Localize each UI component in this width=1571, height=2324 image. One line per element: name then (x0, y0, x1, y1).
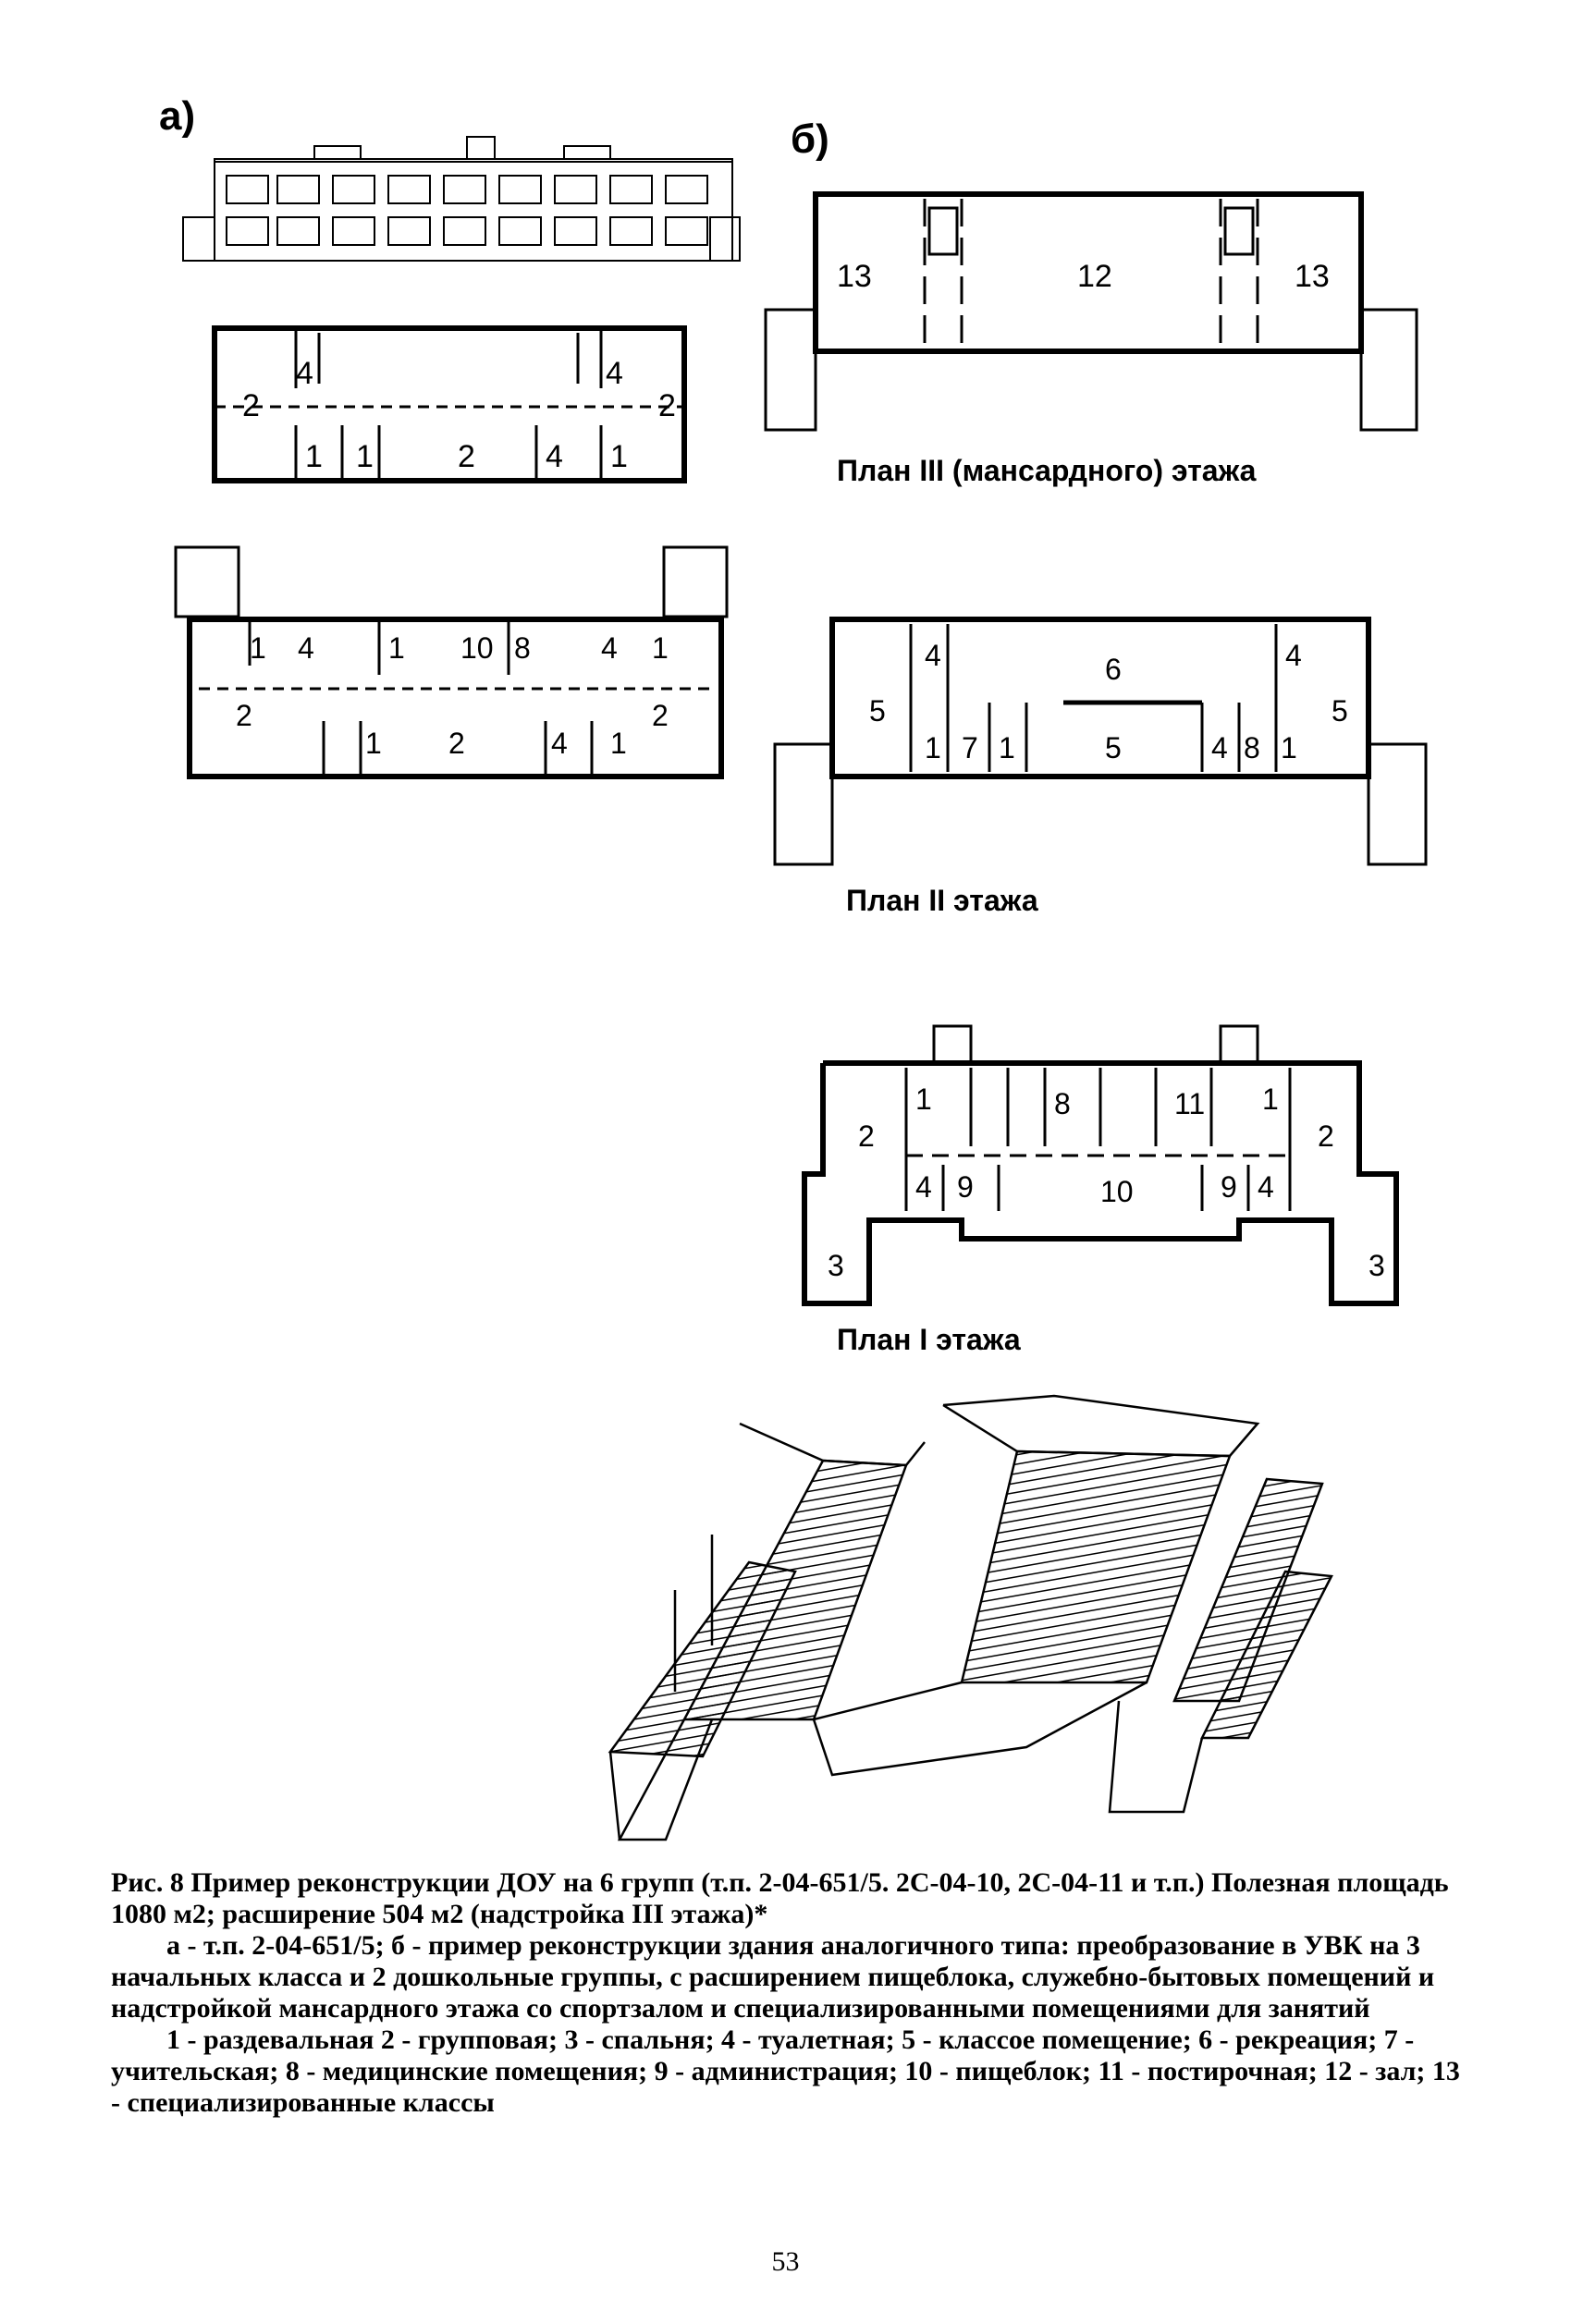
facade-elevation (182, 136, 741, 262)
plan-b-second-caption: План II этажа (846, 884, 1038, 917)
figure-drawings: а) (159, 93, 1428, 1841)
plan-a-ground-label: 8 (514, 631, 531, 665)
plan-b-second-label: 6 (1105, 653, 1122, 686)
plan-b-second-label: 4 (925, 639, 941, 672)
caption-description: а - т.п. 2-04-651/5; б - пример реконстр… (111, 1930, 1435, 2024)
plan-b-second-label: 1 (925, 731, 941, 764)
figure-caption: Рис. 8 Пример реконструкции ДОУ на 6 гру… (111, 1867, 1461, 2119)
plan-b-second-label: 1 (1281, 731, 1297, 764)
plan-b-first-label: 1 (1262, 1082, 1279, 1116)
plan-b-first-label: 2 (1318, 1119, 1334, 1153)
plan-b-second-label: 8 (1244, 731, 1260, 764)
plan-b-second-label: 5 (1332, 694, 1348, 728)
plan-b-first-label: 10 (1100, 1175, 1134, 1208)
figure-label-b: б) (791, 116, 829, 162)
plan-a-ground-label: 1 (388, 631, 405, 665)
page-number: 53 (771, 2246, 800, 2277)
plan-a-upper-label: 4 (606, 356, 623, 391)
plan-b-third (764, 191, 1418, 432)
plan-a-upper-label: 2 (458, 439, 475, 474)
plan-b-second-label: 5 (1105, 731, 1122, 764)
plan-a-ground-label: 1 (610, 727, 627, 760)
plan-a-upper (212, 325, 687, 483)
plan-b-second-label: 7 (962, 731, 978, 764)
plan-b-first-label: 11 (1174, 1087, 1205, 1120)
plan-a-ground-label: 2 (448, 727, 465, 760)
plan-b-third-label: 12 (1077, 259, 1112, 294)
plan-a-ground-label: 4 (298, 631, 314, 665)
plan-a-ground (174, 545, 729, 779)
plan-b-first-label: 3 (1368, 1249, 1385, 1282)
plan-a-ground-label: 1 (652, 631, 669, 665)
plan-b-first-label: 4 (915, 1170, 932, 1204)
plan-a-upper-label: 2 (658, 388, 676, 423)
figure-label-a: а) (159, 93, 195, 139)
plan-a-ground-label: 10 (460, 631, 494, 665)
axonometric-sketch (608, 1394, 1333, 1841)
plan-b-first-label: 4 (1258, 1170, 1274, 1204)
caption-title: Рис. 8 Пример реконструкции ДОУ на 6 гру… (111, 1867, 1449, 1929)
plan-b-first-label: 3 (828, 1249, 844, 1282)
plan-a-ground-label: 2 (236, 699, 252, 732)
plan-a-ground-label: 4 (601, 631, 618, 665)
plan-a-ground-label: 1 (250, 631, 266, 665)
plan-b-first-label: 8 (1054, 1087, 1071, 1120)
plan-a-upper-label: 1 (305, 439, 323, 474)
plan-a-ground-label: 2 (652, 699, 669, 732)
plan-b-second (773, 617, 1428, 866)
plan-b-second-label: 5 (869, 694, 886, 728)
plan-b-third-label: 13 (1295, 259, 1330, 294)
plan-a-ground-label: 1 (365, 727, 382, 760)
plan-b-first (802, 1024, 1399, 1306)
plan-b-first-label: 9 (1221, 1170, 1237, 1204)
plan-a-ground-label: 4 (551, 727, 568, 760)
plan-b-second-label: 1 (999, 731, 1015, 764)
plan-b-second-label: 4 (1211, 731, 1228, 764)
caption-legend: 1 - раздевальная 2 - групповая; 3 - спал… (111, 2024, 1460, 2118)
plan-a-upper-label: 4 (546, 439, 563, 474)
plan-b-second-label: 4 (1285, 639, 1302, 672)
plan-a-upper-label: 1 (610, 439, 628, 474)
plan-a-upper-label: 4 (296, 356, 313, 391)
plan-b-first-label: 1 (915, 1082, 932, 1116)
plan-a-upper-label: 2 (242, 388, 260, 423)
plan-a-upper-label: 1 (356, 439, 374, 474)
plan-b-first-caption: План I этажа (837, 1323, 1021, 1356)
plan-b-first-label: 2 (858, 1119, 875, 1153)
plan-b-third-caption: План III (мансардного) этажа (837, 454, 1257, 487)
plan-b-third-label: 13 (837, 259, 872, 294)
plan-b-first-label: 9 (957, 1170, 974, 1204)
